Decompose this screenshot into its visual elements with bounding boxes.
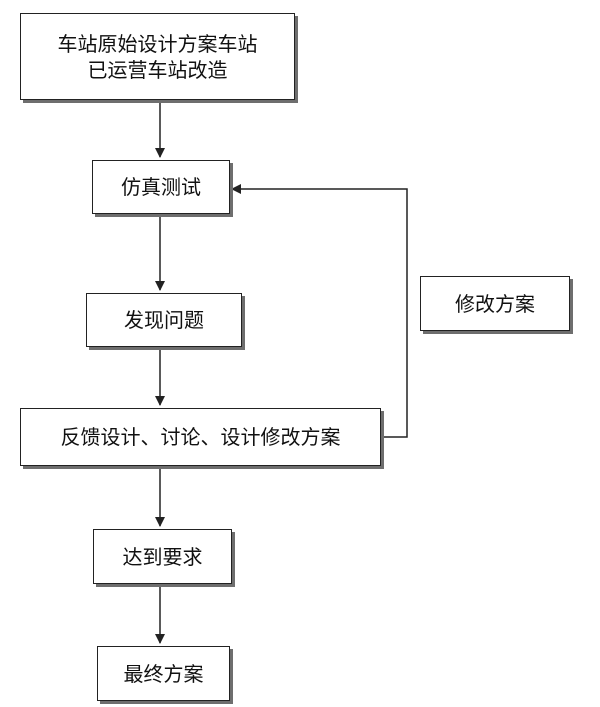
start-node: 车站原始设计方案车站 已运营车站改造 — [20, 13, 295, 100]
final-plan-node: 最终方案 — [97, 646, 230, 701]
revise-plan-label: 修改方案 — [455, 291, 535, 316]
simulation-test-node: 仿真测试 — [92, 160, 230, 214]
reach-goal-label: 达到要求 — [122, 544, 203, 569]
simulation-test-label: 仿真测试 — [121, 175, 201, 199]
feedback-node: 反馈设计、讨论、设计修改方案 — [20, 408, 381, 466]
reach-goal-node: 达到要求 — [93, 529, 232, 584]
feedback-loop-arrow — [231, 184, 408, 438]
find-issue-node: 发现问题 — [86, 293, 242, 347]
start-node-line2: 已运营车站改造 — [87, 57, 228, 82]
start-node-line1: 车站原始设计方案车站 — [57, 31, 258, 56]
feedback-label: 反馈设计、讨论、设计修改方案 — [60, 425, 341, 449]
revise-plan-node: 修改方案 — [420, 276, 570, 331]
final-plan-label: 最终方案 — [123, 661, 204, 686]
find-issue-label: 发现问题 — [124, 308, 204, 332]
